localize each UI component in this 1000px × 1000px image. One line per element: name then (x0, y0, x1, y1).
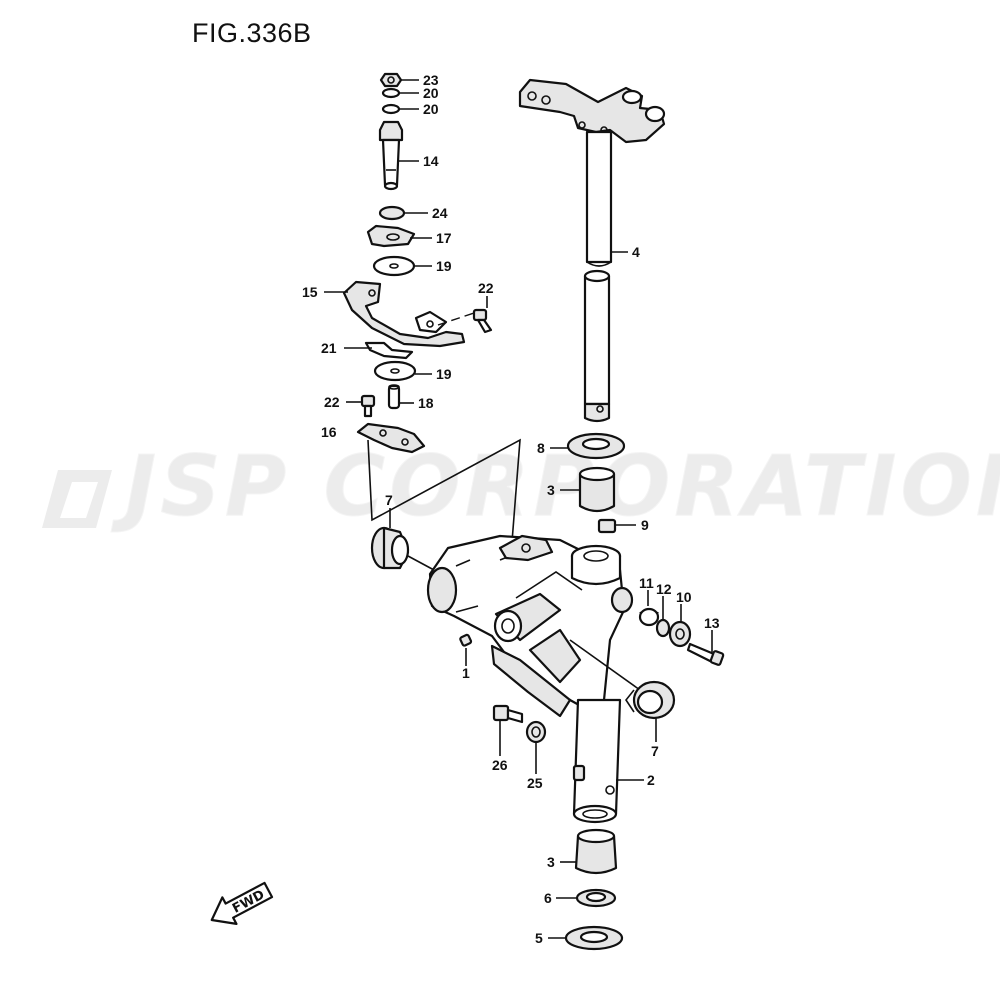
part-10-cap (668, 620, 692, 648)
fwd-arrow-icon: FWD (210, 881, 274, 925)
callout-12: 12 (656, 581, 672, 597)
callout-15: 15 (302, 284, 318, 300)
part-8-washer (566, 432, 626, 460)
part-22-screw-upper (472, 308, 493, 334)
part-22-screw-lower (360, 394, 376, 418)
callout-21: 21 (321, 340, 337, 356)
callout-10: 10 (676, 589, 692, 605)
part-15-handle-bracket (342, 280, 466, 348)
callout-17: 17 (436, 230, 452, 246)
callout-5: 5 (535, 930, 543, 946)
part-7-bushing-left (370, 526, 410, 570)
part-5-washer (564, 925, 624, 951)
callout-1: 1 (462, 665, 470, 681)
figure-title: FIG.336B (192, 18, 312, 48)
callout-4: 4 (632, 244, 640, 260)
callout-11: 11 (639, 575, 654, 591)
callout-20: 20 (423, 101, 439, 117)
callout-26: 26 (492, 757, 508, 773)
part-12-washer (655, 618, 671, 638)
part-6-washer (575, 888, 617, 908)
callout-14: 14 (423, 153, 439, 169)
callout-labels: 23 20 20 14 24 17 19 15 22 21 19 22 18 1… (302, 72, 720, 946)
part-23-nut (379, 72, 403, 88)
part-25-collar (525, 720, 547, 744)
callout-19: 19 (436, 258, 452, 274)
part-19-washer-lower (373, 360, 417, 382)
callout-7: 7 (385, 492, 393, 508)
part-3-bushing-upper (578, 466, 616, 513)
part-13-screw (686, 642, 725, 666)
callout-9: 9 (641, 517, 649, 533)
callout-3: 3 (547, 482, 555, 498)
part-20-washer-upper (381, 87, 401, 99)
callout-22: 22 (478, 280, 494, 296)
watermark: JSP CORPORATION (42, 437, 1000, 536)
callout-18: 18 (418, 395, 434, 411)
part-14-bolt (378, 120, 404, 191)
part-18-pin (387, 384, 401, 410)
part-9-pad (597, 518, 617, 534)
leader-lines (324, 79, 713, 939)
part-26-bolt (492, 704, 524, 724)
part-24-washer (378, 205, 406, 221)
callout-13: 13 (704, 615, 720, 631)
part-1-grease-nipple (459, 633, 473, 647)
callout-25: 25 (527, 775, 543, 791)
callout-16: 16 (321, 424, 337, 440)
part-11-spring (638, 607, 660, 627)
callout-20: 20 (423, 85, 439, 101)
part-3-bushing-lower (574, 828, 618, 875)
callout-7: 7 (651, 743, 659, 759)
callout-22: 22 (324, 394, 340, 410)
part-17-plate (366, 224, 416, 248)
callout-3: 3 (547, 854, 555, 870)
part-2-swivel-bracket (426, 534, 641, 824)
callout-19: 19 (436, 366, 452, 382)
callout-24: 24 (432, 205, 448, 221)
part-20-washer-lower (381, 103, 401, 115)
callout-2: 2 (647, 772, 655, 788)
part-19-washer-upper (372, 255, 416, 277)
callout-23: 23 (423, 72, 439, 88)
callout-6: 6 (544, 890, 552, 906)
part-4-steering-shaft (518, 78, 666, 423)
part-7-bushing-right (625, 680, 676, 720)
watermark-text: JSP CORPORATION (111, 437, 1000, 535)
callout-8: 8 (537, 440, 545, 456)
part-16-plate (356, 422, 426, 454)
part-21-clip (364, 341, 414, 360)
